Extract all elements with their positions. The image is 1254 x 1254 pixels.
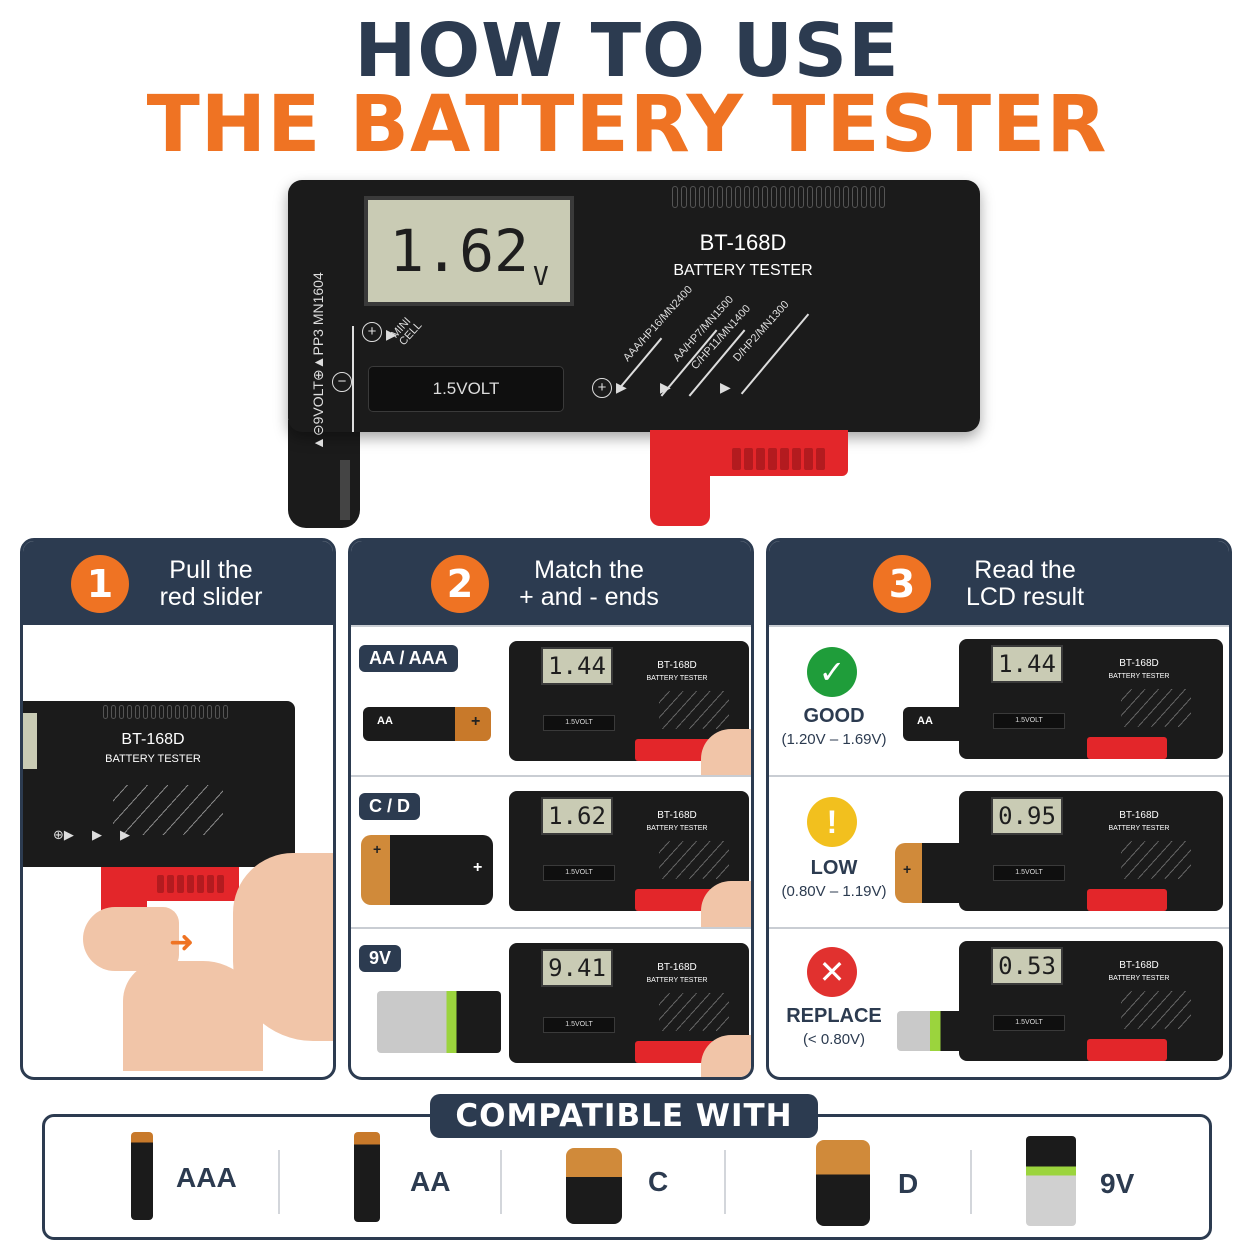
plus-terminal-icon-2: + [592,378,612,398]
c-battery: + + [361,835,493,905]
mini-lcd-replace: 0.53 [991,947,1063,985]
exclamation-icon: ! [807,797,857,847]
x-icon: ✕ [807,947,857,997]
match-tag-aa: AA / AAA [359,645,458,672]
9v-battery-icon [1026,1136,1076,1226]
side-label-9v: ▲⊝9VOLT⊕▲PP3 MN1604 [310,272,326,450]
closeup-name: BATTERY TESTER [105,753,201,765]
status-replace: REPLACE [786,1005,882,1027]
9v-battery [377,991,501,1053]
check-icon: ✓ [807,647,857,697]
tester-closeup: BT-168D BATTERY TESTER ⊕▶ ▶ ▶ [23,701,295,867]
compat-aa: AA [410,1166,451,1197]
range-replace: (< 0.80V) [802,1031,866,1048]
status-low: LOW [810,857,858,879]
c-battery-icon [566,1148,622,1224]
title-line-2: THE BATTERY TESTER [146,80,1108,170]
compat-aaa: AAA [176,1162,237,1193]
arrow-right-icon-3: ▶ [660,379,671,395]
battery-slot: 1.5VOLT [368,366,564,412]
vent-grille [672,186,885,208]
range-good: (1.20V – 1.69V) [781,731,887,748]
arrow-right-icon: ➜ [169,926,195,959]
compat-c: C [648,1166,669,1197]
status-good: GOOD [803,705,865,727]
step-2-number: 2 [431,555,489,613]
step-2-panel: 2 Match the+ and - ends AA / AAA AA + 1.… [348,538,754,1080]
mini-lcd-aa: 1.44 [541,647,613,685]
9v-battery-replace [897,1011,963,1051]
closeup-model: BT-168D [121,731,185,748]
mini-lcd-9v: 9.41 [541,949,613,987]
c-battery-low: + [895,843,963,903]
step-3-number: 3 [873,555,931,613]
compatible-title: COMPATIBLE WITH [430,1094,818,1138]
step-2-header: 2 Match the+ and - ends [351,541,751,625]
tester-bottom-tab [288,420,360,528]
aa-battery: AA + [363,707,491,741]
arrow-right-icon-4: ▶ [720,379,731,395]
lcd-reading: 1.62 [389,217,529,285]
red-slider-base [650,470,710,526]
range-low: (0.80V – 1.19V) [781,883,887,900]
match-tag-cd: C / D [359,793,421,820]
arrow-right-icon: ▶ [386,326,397,342]
aa-battery-icon [354,1132,380,1222]
aaa-battery-icon [131,1132,153,1220]
model-number: BT-168D [699,230,787,255]
plus-terminal-icon: + [362,322,382,342]
mini-lcd-cd: 1.62 [541,797,613,835]
aa-battery-good: AA [903,707,963,741]
step-2-title: Match the+ and - ends [519,556,659,611]
minus-terminal-icon: − [332,372,352,392]
step-1-number: 1 [71,555,129,613]
lcd-unit: V [532,261,549,292]
red-slider[interactable] [650,430,848,476]
title-line-1: HOW TO USE [354,8,900,94]
match-tag-9v: 9V [359,945,402,972]
closeup-red-slider[interactable] [101,867,239,901]
d-battery-icon [816,1140,870,1226]
mini-lcd-low: 0.95 [991,797,1063,835]
mini-lcd-good: 1.44 [991,645,1063,683]
finger [83,907,179,971]
compat-9v: 9V [1100,1168,1135,1199]
tester-name: BATTERY TESTER [673,262,813,279]
compat-d: D [898,1168,919,1199]
